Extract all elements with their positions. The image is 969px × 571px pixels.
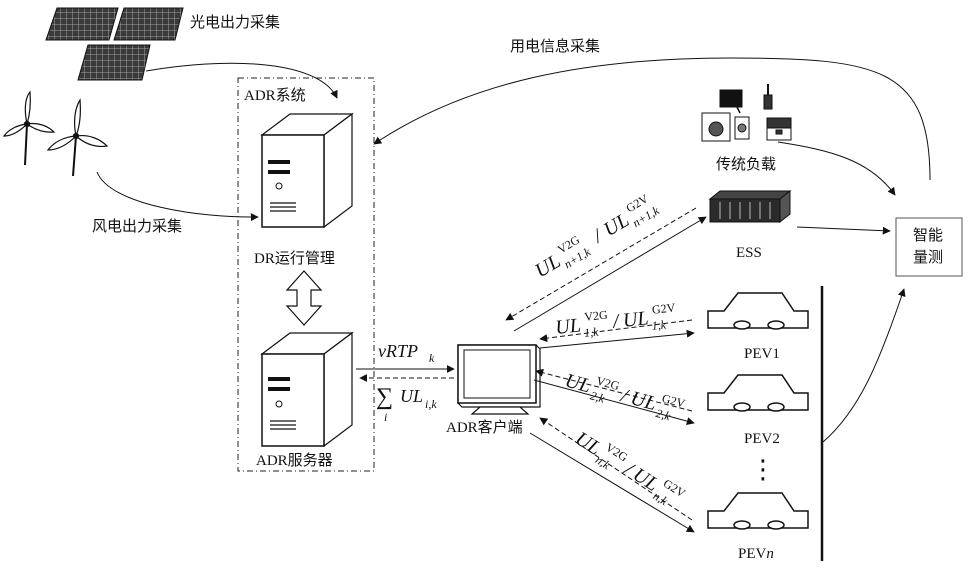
pevn-label: PEVn — [738, 546, 774, 562]
svg-text:UL: UL — [563, 370, 593, 398]
svg-text:k: k — [429, 351, 435, 365]
load-to-meter-arrow — [778, 142, 895, 195]
svg-text:UL: UL — [554, 314, 582, 339]
adr-server-label: ADR服务器 — [256, 452, 333, 469]
adr-client-monitor-icon — [458, 345, 540, 414]
usage-collect-label: 用电信息采集 — [510, 38, 600, 55]
svg-text:V2G: V2G — [584, 308, 609, 324]
adr-system-label: ADR系统 — [244, 87, 306, 104]
pev1-car-icon — [708, 293, 808, 329]
svg-text:i,k: i,k — [425, 397, 437, 411]
svg-text:UL: UL — [600, 209, 633, 241]
pev1-label: PEV1 — [744, 346, 780, 362]
svg-text:2,k: 2,k — [589, 388, 607, 405]
smart-meter-label-line1: 智能 — [913, 226, 943, 244]
wind-collect-label: 风电出力采集 — [92, 218, 182, 235]
pev2-car-icon — [708, 375, 808, 411]
adr-server-icon — [262, 333, 352, 446]
pv-collect-arrow — [146, 63, 337, 98]
aggregated-bid-formula: ∑ i UL i,k — [376, 384, 437, 424]
svg-text:UL: UL — [400, 386, 423, 406]
solar-panel-icon — [46, 8, 183, 80]
household-appliances-icon — [702, 84, 791, 141]
usage-collect-arrow — [374, 58, 930, 180]
more-pevs-ellipsis: ⋮ — [750, 455, 776, 485]
svg-text:i: i — [384, 410, 387, 424]
svg-text:UL: UL — [628, 387, 658, 415]
pev2-bid-formula: UL V2G 2,k / UL G2V 2,k — [562, 366, 687, 426]
svg-text:2,k: 2,k — [654, 406, 672, 423]
energy-storage-icon — [710, 191, 790, 222]
svg-text:1,k: 1,k — [583, 325, 599, 340]
wind-turbine-icon — [4, 92, 107, 176]
svg-text:UL: UL — [531, 250, 564, 282]
pevn-to-client-arrow — [540, 418, 692, 520]
pv-collect-label: 光电出力采集 — [190, 14, 280, 31]
svg-text:/: / — [611, 310, 622, 333]
svg-text:∑: ∑ — [376, 384, 393, 410]
svg-text:G2V: G2V — [651, 300, 676, 316]
wind-collect-arrow — [97, 172, 258, 217]
svg-text:1,k: 1,k — [651, 317, 667, 332]
sync-double-arrow-icon — [287, 271, 321, 325]
svg-text:UL: UL — [622, 307, 650, 332]
smart-meter-box — [896, 218, 962, 276]
smart-meter-label-line2: 量测 — [913, 249, 943, 266]
pev-to-meter-arrow — [823, 289, 904, 442]
dr-manage-label: DR运行管理 — [254, 250, 335, 267]
dr-management-server-icon — [262, 114, 352, 227]
pevn-bid-formula: UL V2G n,k / UL G2V n,k — [569, 424, 688, 514]
ess-to-meter-arrow — [797, 227, 890, 231]
ess-bid-formula: UL V2G n+1,k / UL G2V n+1,k — [529, 189, 662, 285]
price-signal-formula: vRTP k — [378, 341, 435, 365]
traditional-load-label: 传统负载 — [716, 156, 776, 173]
pevn-car-icon — [708, 493, 808, 529]
pev2-label: PEV2 — [744, 431, 780, 447]
adr-client-label: ADR客户端 — [446, 419, 523, 436]
svg-text:vRTP: vRTP — [378, 341, 418, 361]
ess-label: ESS — [736, 245, 762, 261]
